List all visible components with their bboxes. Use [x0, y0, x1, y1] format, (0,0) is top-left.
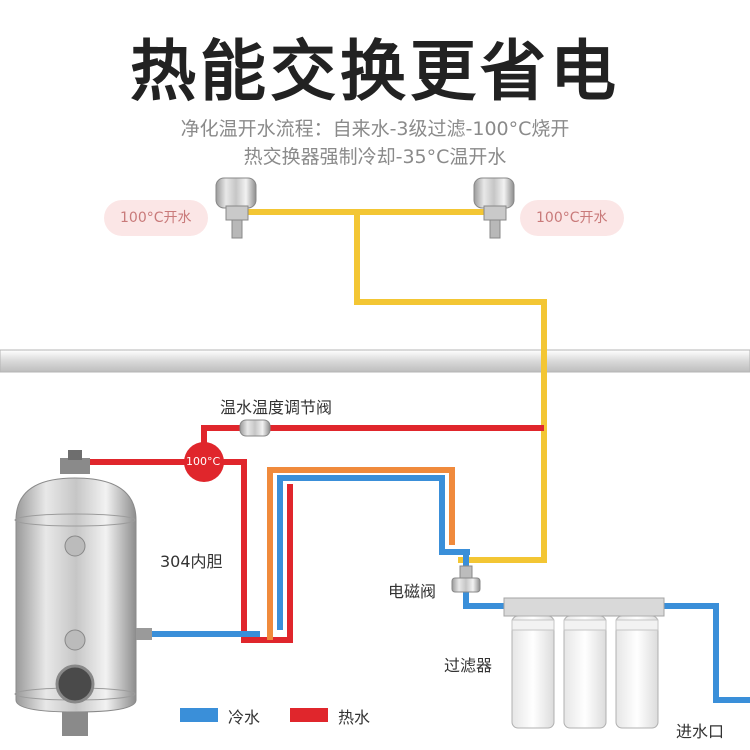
- legend-cold-swatch: [180, 708, 218, 722]
- cold-water-inlet-line: [660, 603, 750, 703]
- filter-icon: [503, 597, 665, 729]
- warm-valve-icon: [239, 419, 271, 437]
- faucet-left-icon: [215, 177, 257, 239]
- inlet-label: 进水口: [676, 722, 725, 741]
- outlet-right-label: 100°C开水: [520, 200, 624, 236]
- page-title: 热能交换更省电: [130, 33, 620, 110]
- legend-cold-label: 冷水: [228, 708, 261, 727]
- subtitle-line-2: 热交换器强制冷却-35°C温开水: [243, 146, 507, 168]
- hot-water-top-line: [86, 425, 544, 465]
- exchanger-inner-line: [277, 475, 470, 630]
- warm-water-riser: [354, 212, 547, 563]
- exchanger-outer-line: [267, 467, 455, 640]
- subtitle-line-1: 净化温开水流程：自来水-3级过滤-100°C烧开: [180, 118, 570, 140]
- filter-label: 过滤器: [444, 656, 493, 675]
- wall-pipe: [0, 349, 750, 373]
- warm-valve-label: 温水温度调节阀: [220, 398, 333, 417]
- tank-label: 304内胆: [160, 552, 223, 571]
- legend-hot-swatch: [290, 708, 328, 722]
- hot-water-down-line: [204, 459, 293, 643]
- temp-marker-icon: [184, 442, 224, 482]
- solenoid-valve-icon: [451, 565, 481, 593]
- temp-marker-label: 100°C: [186, 455, 221, 468]
- legend-hot-label: 热水: [338, 708, 371, 727]
- outlet-left-label: 100°C开水: [104, 200, 208, 236]
- faucet-right-icon: [473, 177, 515, 239]
- solenoid-label: 电磁阀: [388, 582, 437, 601]
- tank-icon: [14, 450, 152, 736]
